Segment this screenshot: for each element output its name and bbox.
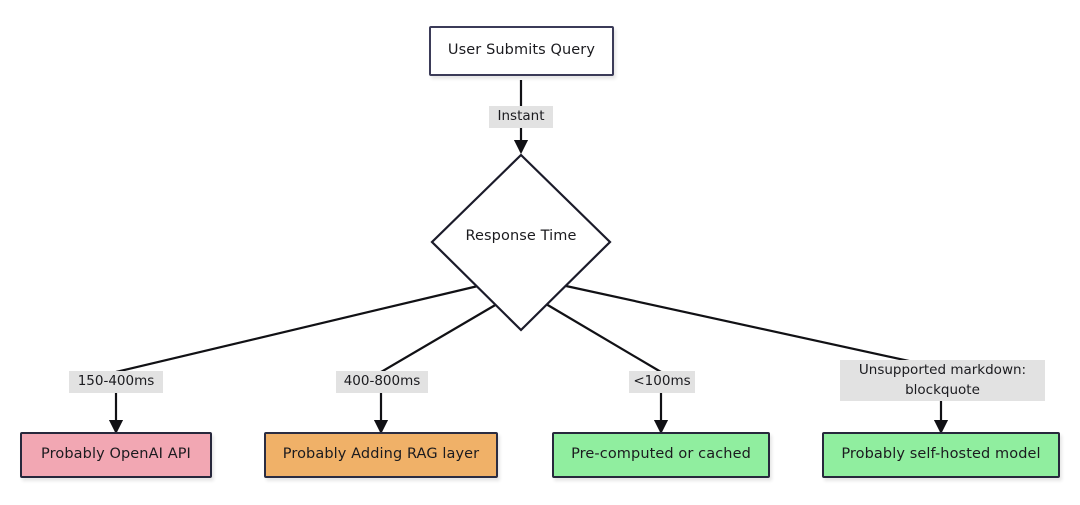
edge-decision-to-rag — [380, 303, 498, 373]
edge-decision-to-selfhost — [565, 284, 942, 370]
edge-label-under-100ms: <100ms — [629, 371, 695, 393]
edge-label-150-400ms: 150-400ms — [69, 371, 163, 393]
node-cached[interactable]: Pre-computed or cached — [552, 432, 770, 478]
node-rag-label: Probably Adding RAG layer — [282, 446, 480, 463]
edge-label-unsupported-markdown: Unsupported markdown: blockquote — [840, 360, 1045, 402]
node-decision-label: Response Time — [465, 228, 577, 244]
decision-diamond — [430, 153, 612, 332]
node-openai-label: Probably OpenAI API — [41, 446, 191, 463]
node-selfhosted[interactable]: Probably self-hosted model — [822, 432, 1060, 478]
node-start[interactable]: User Submits Query — [429, 26, 614, 76]
node-selfhosted-label: Probably self-hosted model — [841, 446, 1041, 463]
edge-decision-to-cached — [545, 303, 662, 373]
edge-decision-to-openai — [115, 284, 479, 374]
edge-label-instant: Instant — [489, 106, 553, 128]
node-rag[interactable]: Probably Adding RAG layer — [264, 432, 498, 478]
node-decision[interactable]: Response Time — [432, 228, 610, 256]
node-start-label: User Submits Query — [447, 42, 596, 59]
edge-label-400-800ms: 400-800ms — [336, 371, 428, 393]
node-openai[interactable]: Probably OpenAI API — [20, 432, 212, 478]
node-cached-label: Pre-computed or cached — [571, 446, 751, 463]
